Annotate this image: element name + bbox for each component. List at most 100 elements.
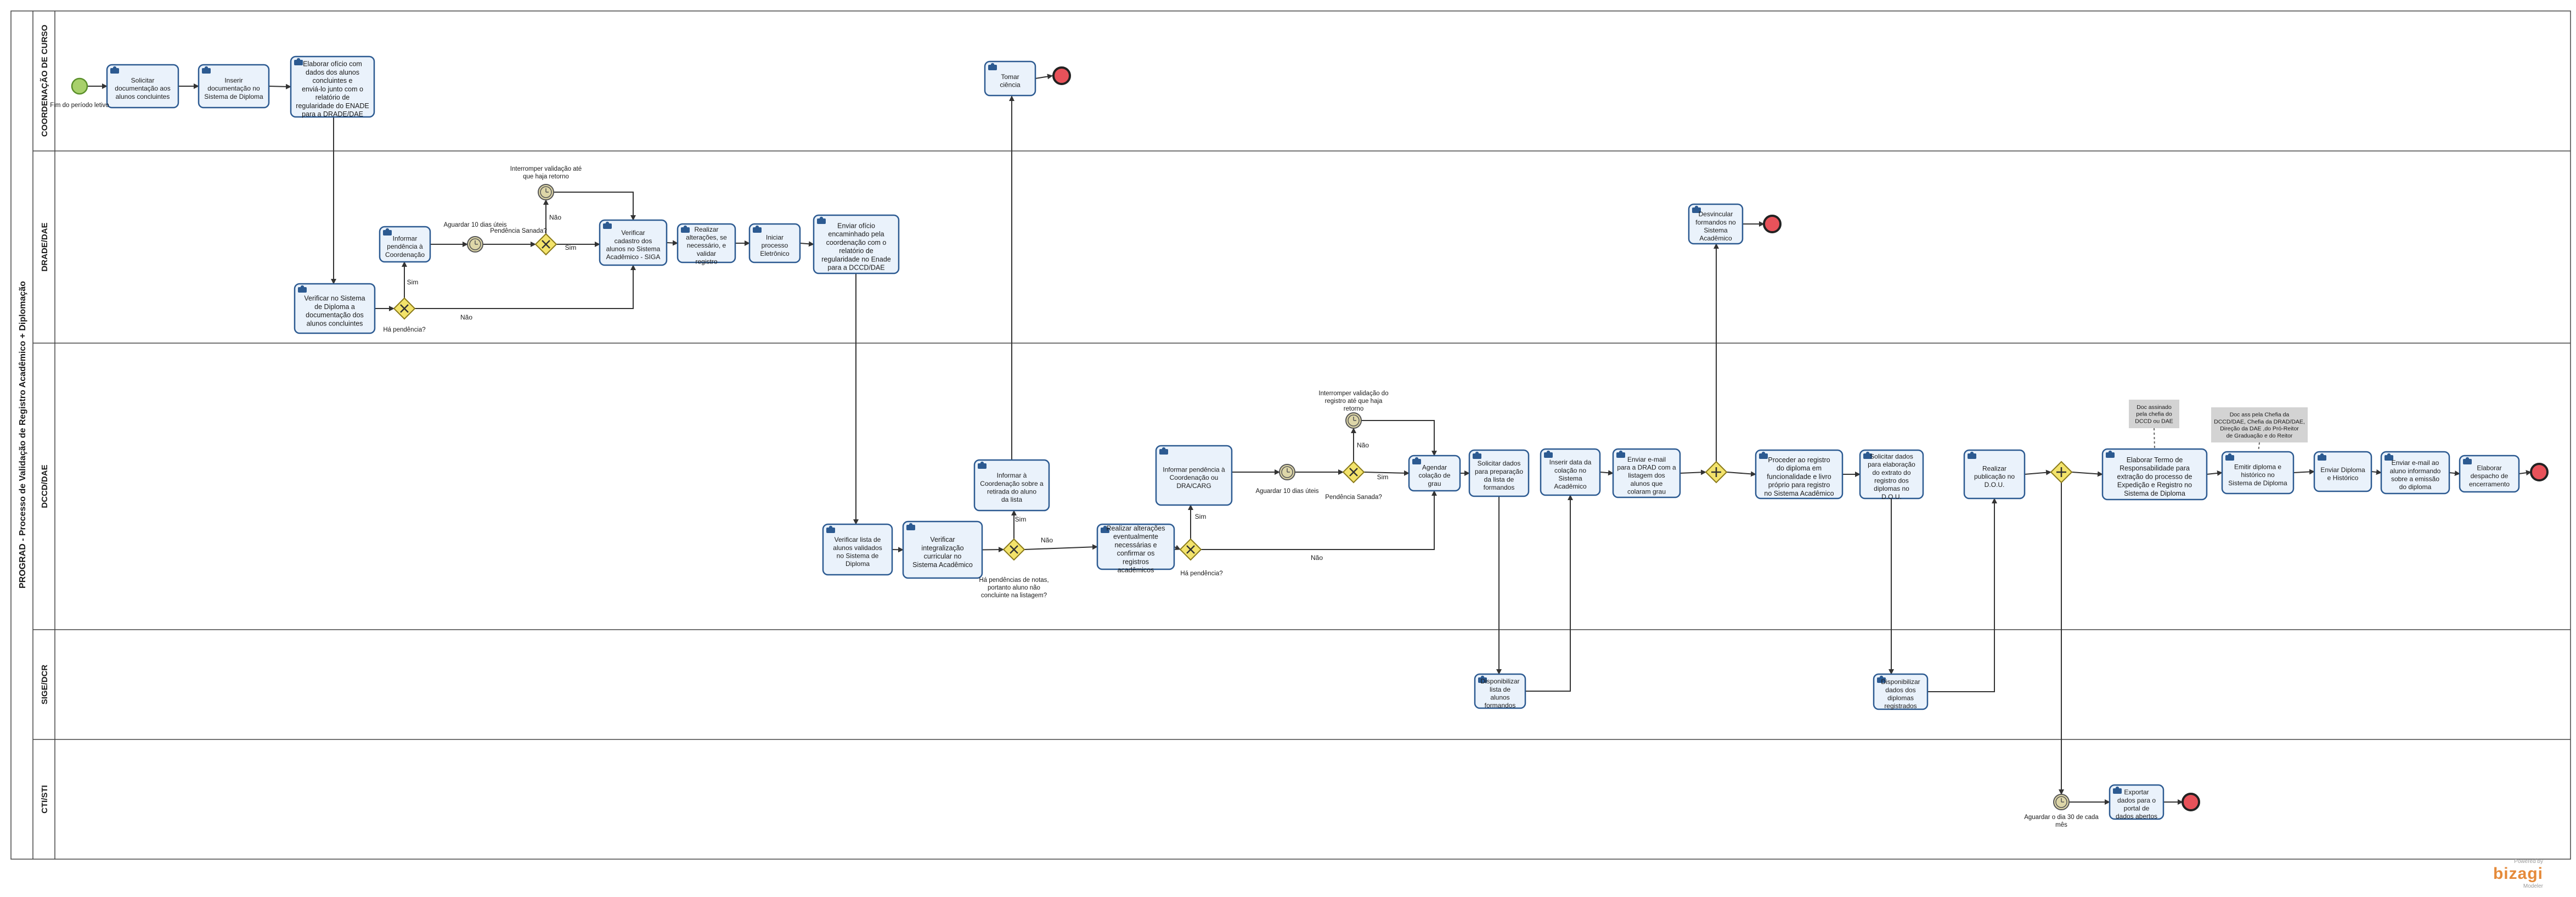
- exclusive-gateway[interactable]: [1002, 538, 1025, 561]
- end-event[interactable]: [2530, 463, 2549, 481]
- parallel-gateway[interactable]: [1705, 461, 1728, 484]
- exclusive-gateway[interactable]: [393, 297, 416, 320]
- exclusive-gateway[interactable]: [1342, 461, 1365, 484]
- user-task-icon: [298, 285, 307, 293]
- lane-label: SIGE/DCR: [40, 665, 49, 705]
- sequence-flow: [1035, 74, 1053, 80]
- exclusive-gateway[interactable]: [1179, 538, 1202, 561]
- start-event[interactable]: [71, 77, 88, 95]
- clock-icon: [1353, 417, 1356, 421]
- sequence-flow: [1927, 498, 1997, 692]
- user-task-icon: [1544, 450, 1553, 458]
- end-event[interactable]: [1052, 66, 1071, 85]
- sequence-flow: [2024, 469, 2051, 475]
- timer-event[interactable]: [467, 236, 483, 253]
- sequence-flow: [415, 265, 636, 309]
- user-task-icon: [1968, 451, 1976, 459]
- user-task-icon: [817, 216, 826, 224]
- user-task-icon: [906, 523, 915, 530]
- user-task-icon: [988, 63, 997, 70]
- sequence-flow: [1174, 545, 1181, 550]
- event-label: Aguardar 10 dias úteis: [1255, 488, 1318, 495]
- flow-condition-label: Não: [1357, 441, 1369, 449]
- user-task-icon: [2385, 453, 2393, 461]
- sequence-flow: [2293, 469, 2315, 475]
- sequence-flow: [1599, 470, 1614, 476]
- lane-label: COORDENAÇÃO DE CURSO: [40, 25, 49, 137]
- sequence-flow: [799, 241, 814, 247]
- end-event[interactable]: [2182, 793, 2200, 811]
- user-task-icon: [383, 228, 392, 236]
- exclusive-gateway[interactable]: [534, 233, 557, 256]
- sequence-flow: [1361, 420, 1437, 456]
- sequence-flow: [2071, 471, 2103, 477]
- timer-event[interactable]: [538, 184, 554, 200]
- clock-icon: [2061, 798, 2064, 803]
- user-task-icon: [1759, 451, 1768, 459]
- flow-condition-label: Não: [1311, 554, 1323, 562]
- sequence-flow: [268, 83, 291, 89]
- user-task-icon: [2318, 453, 2326, 461]
- parallel-gateway[interactable]: [2050, 461, 2073, 484]
- timer-event[interactable]: [2053, 794, 2070, 810]
- event-label: Fim do período letivo: [50, 102, 109, 109]
- flow-condition-label: Sim: [1015, 515, 1027, 523]
- user-task-icon: [1473, 451, 1481, 459]
- lane-label: DRADE/DAE: [40, 222, 49, 271]
- bizagi-brand-sub: Modeler: [2523, 883, 2543, 889]
- end-event[interactable]: [1763, 215, 1782, 233]
- timer-event[interactable]: [1279, 464, 1295, 480]
- user-task-icon: [1478, 675, 1487, 683]
- user-task-icon: [294, 58, 303, 65]
- clock-icon: [545, 188, 549, 193]
- gateway-label: Há pendência?: [383, 327, 425, 333]
- timer-event[interactable]: [1345, 412, 1362, 429]
